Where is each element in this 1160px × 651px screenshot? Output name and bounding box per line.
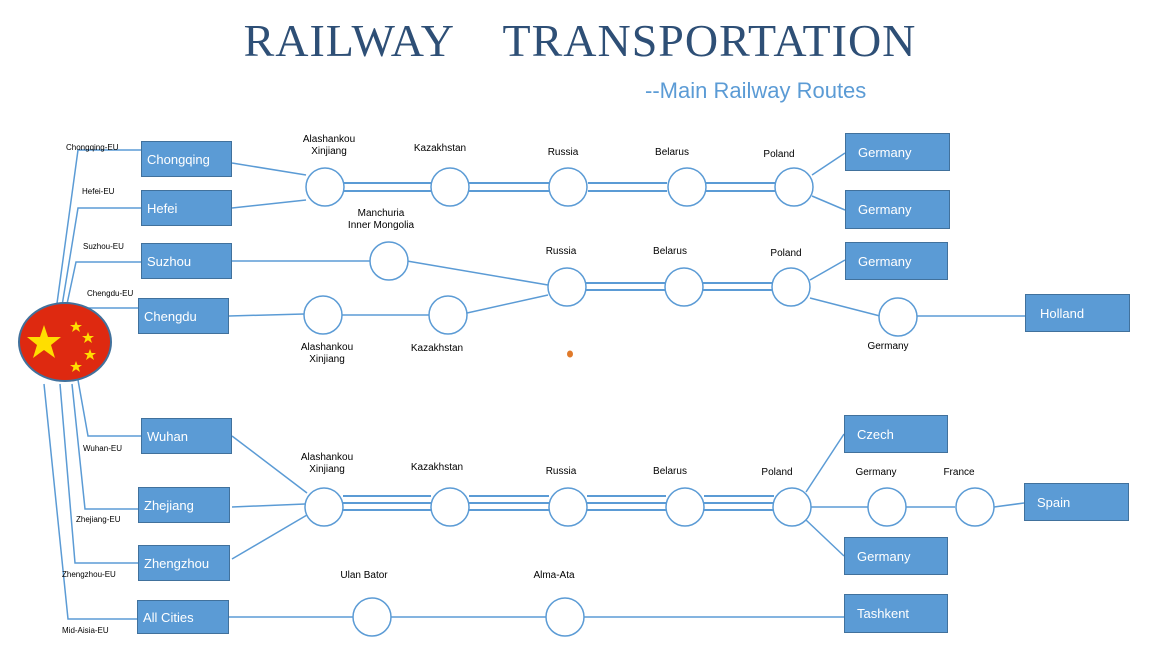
route-label-mid-asia-eu: Mid-Aisia-EU — [62, 626, 109, 635]
route-label-chengdu-eu: Chengdu-EU — [87, 289, 134, 298]
station-label-russia-1: Russia — [547, 147, 579, 158]
destination-germany-2: Germany — [845, 190, 950, 229]
station-label-kazakhstan-2: Kazakhstan — [410, 343, 464, 354]
station-label-alashankou-1: Alashankou Xinjiang — [302, 134, 356, 157]
origin-zhengzhou: Zhengzhou — [138, 545, 230, 581]
destination-germany-1: Germany — [845, 133, 950, 171]
station-node — [369, 241, 409, 281]
route-label-zhejiang-eu: Zhejiang-EU — [76, 515, 121, 524]
station-label-russia-3: Russia — [545, 466, 577, 477]
china-flag-icon — [18, 302, 112, 382]
origin-chongqing: Chongqing — [141, 141, 232, 177]
station-node — [303, 295, 343, 335]
station-node — [430, 167, 470, 207]
station-node — [667, 167, 707, 207]
route-label-hefei-eu: Hefei-EU — [82, 187, 115, 196]
station-node — [548, 167, 588, 207]
station-node — [430, 487, 470, 527]
station-node — [304, 487, 344, 527]
station-node — [771, 267, 811, 307]
destination-holland: Holland — [1025, 294, 1130, 332]
route-label-wuhan-eu: Wuhan-EU — [83, 444, 122, 453]
stray-dot — [567, 350, 573, 358]
station-node — [955, 487, 995, 527]
station-label-poland-1: Poland — [763, 149, 795, 160]
origin-all-cities: All Cities — [137, 600, 229, 634]
station-node — [664, 267, 704, 307]
station-label-poland-3: Poland — [761, 467, 793, 478]
station-node — [547, 267, 587, 307]
destination-germany-4: Germany — [844, 537, 948, 575]
station-label-france: France — [943, 467, 975, 478]
origin-suzhou: Suzhou — [141, 243, 232, 279]
station-label-alashankou-2: Alashankou Xinjiang — [300, 342, 354, 365]
station-label-alma-ata: Alma-Ata — [533, 570, 575, 581]
station-node — [878, 297, 918, 337]
station-node — [305, 167, 345, 207]
station-node — [352, 597, 392, 637]
origin-zhejiang: Zhejiang — [138, 487, 230, 523]
page-subtitle: --Main Railway Routes — [645, 78, 867, 103]
station-node — [867, 487, 907, 527]
station-label-kazakhstan-3: Kazakhstan — [410, 462, 464, 473]
route-label-suzhou-eu: Suzhou-EU — [83, 242, 124, 251]
station-label-ulan-bator: Ulan Bator — [340, 570, 388, 581]
route-label-chongqing-eu: Chongqing-EU — [66, 143, 119, 152]
destination-czech: Czech — [844, 415, 948, 453]
destination-germany-3: Germany — [845, 242, 948, 280]
station-node — [428, 295, 468, 335]
origin-wuhan: Wuhan — [141, 418, 232, 454]
station-node — [772, 487, 812, 527]
station-label-poland-2: Poland — [770, 248, 802, 259]
destination-tashkent: Tashkent — [844, 594, 948, 633]
origin-chengdu: Chengdu — [138, 298, 229, 334]
station-label-alashankou-3: Alashankou Xinjiang — [300, 452, 354, 475]
station-node — [548, 487, 588, 527]
route-label-zhengzhou-eu: Zhengzhou-EU — [62, 570, 116, 579]
page-title: RAILWAY TRANSPORTATION — [243, 15, 917, 66]
station-label-germany-mid: Germany — [867, 341, 909, 352]
station-label-russia-2: Russia — [545, 246, 577, 257]
station-label-germany-low: Germany — [855, 467, 897, 478]
station-label-belarus-2: Belarus — [653, 246, 687, 257]
station-label-belarus-3: Belarus — [653, 466, 687, 477]
station-node — [774, 167, 814, 207]
station-label-manchuria: Manchuria Inner Mongolia — [347, 208, 415, 231]
origin-hefei: Hefei — [141, 190, 232, 226]
station-node — [665, 487, 705, 527]
destination-spain: Spain — [1024, 483, 1129, 521]
station-label-kazakhstan-1: Kazakhstan — [413, 143, 467, 154]
station-label-belarus-1: Belarus — [655, 147, 689, 158]
station-node — [545, 597, 585, 637]
